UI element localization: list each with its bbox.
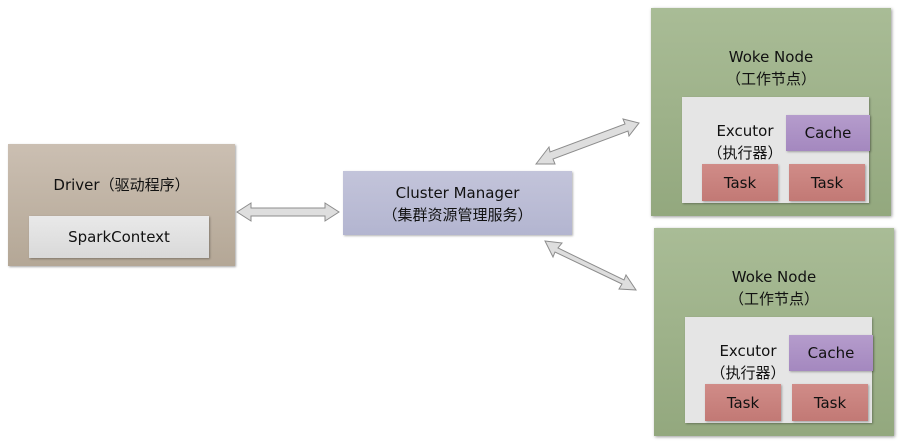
task-label: Task — [810, 174, 844, 192]
executor-title: Excutor — [719, 342, 777, 360]
cluster-manager-subtitle: （集群资源管理服务） — [382, 206, 533, 224]
cache-box: Cache — [786, 115, 870, 151]
cache-box: Cache — [789, 335, 873, 371]
spark-context-label: SparkContext — [68, 228, 170, 246]
task-label: Task — [726, 394, 760, 412]
arrow-cluster-manager-worker-2 — [544, 240, 637, 291]
task-box: Task — [705, 384, 781, 421]
arrow-driver-cluster-manager — [236, 202, 340, 222]
cluster-manager-node: Cluster Manager （集群资源管理服务） — [343, 171, 572, 235]
executor-title: Excutor — [716, 122, 774, 140]
driver-title: Driver（驱动程序） — [53, 176, 190, 194]
task-label: Task — [723, 174, 757, 192]
worker-title: Woke Node — [731, 268, 817, 286]
driver-node: Driver（驱动程序） SparkContext — [8, 144, 235, 266]
executor-subtitle: （执行器） — [710, 364, 786, 382]
cluster-manager-title: Cluster Manager — [395, 184, 520, 202]
cache-label: Cache — [807, 344, 855, 362]
cache-label: Cache — [804, 124, 852, 142]
arrow-cluster-manager-worker-1 — [534, 118, 640, 165]
executor-box: Excutor （执行器） Cache Task Task — [685, 317, 873, 423]
task-box: Task — [789, 164, 865, 201]
worker-subtitle: （工作节点） — [725, 70, 816, 88]
worker-node-1: Woke Node （工作节点） Excutor （执行器） Cache Tas… — [651, 8, 891, 216]
worker-title: Woke Node — [728, 48, 814, 66]
worker-node-2: Woke Node （工作节点） Excutor （执行器） Cache Tas… — [654, 228, 894, 436]
worker-subtitle: （工作节点） — [728, 290, 819, 308]
spark-context-box: SparkContext — [29, 216, 209, 258]
task-label: Task — [813, 394, 847, 412]
executor-box: Excutor （执行器） Cache Task Task — [682, 97, 870, 203]
task-box: Task — [792, 384, 868, 421]
task-box: Task — [702, 164, 778, 201]
executor-subtitle: （执行器） — [707, 144, 783, 162]
